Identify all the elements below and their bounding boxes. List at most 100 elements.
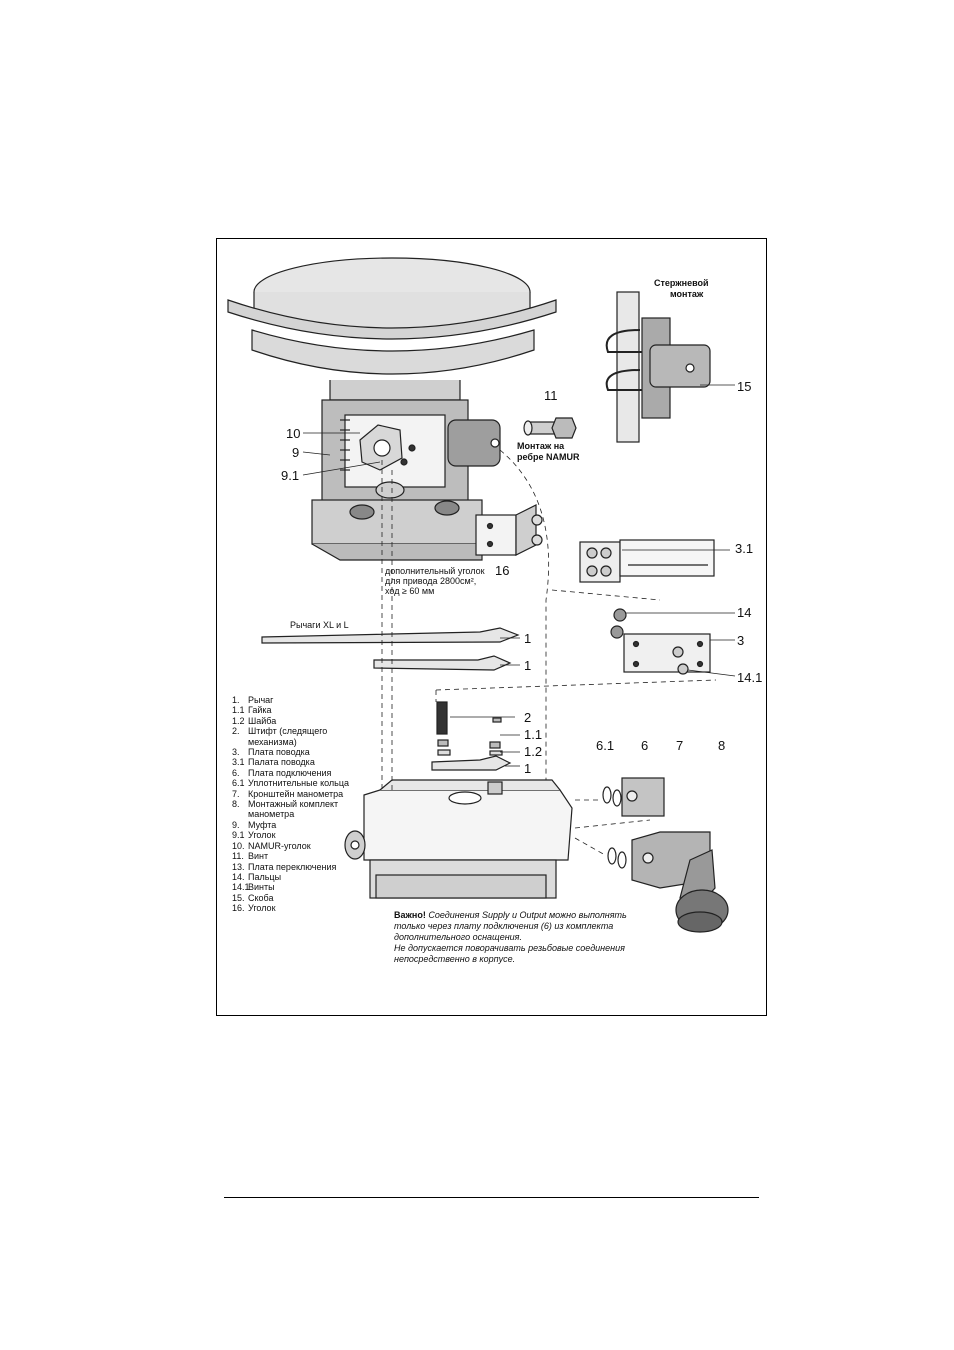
rod-mount-assembly [605,291,711,443]
extra-bracket-caption-line2: для привода 2800см², [385,576,476,586]
assembly-guide-lines [381,449,717,856]
legend-text: Кронштейн манометра [248,788,344,799]
legend-number: 6. [232,767,240,778]
legend-text: Винты [248,882,275,893]
follower-pin-2 [431,701,512,771]
manometer-kit-8 [675,849,729,933]
legend-text: Плата переключения [248,861,337,872]
callout-6: 6 [641,738,648,753]
legend-row: 3. Плата поводка [232,747,372,757]
legend-text: Шайба [248,715,277,726]
callout-leaders [302,384,736,767]
note-text-2: Не допускается поворачивать резьбовые со… [394,943,625,964]
legend-number: 14. [232,871,245,882]
legend-row: 9.Муфта [232,820,372,830]
legend-text: Винт [248,851,269,862]
legend-row: 1. Рычаг [232,695,372,705]
legend-number: 7. [232,788,240,799]
legend-number: 16. [232,903,245,914]
legend-number: 8. [232,799,240,810]
rod-mount-caption-line2: монтаж [670,289,704,299]
callout-9: 9 [292,445,299,460]
follower-plate-3-1 [579,539,715,583]
namur-yoke-bracket [311,399,501,561]
legend-number: 3.1 [232,757,245,768]
legend-text: Уплотнительные кольца [248,778,350,789]
callout-10: 10 [286,426,300,441]
legend-text: Плата поводка [248,747,310,758]
legend-text: Гайка [248,705,272,716]
actuator-diaphragm [227,257,557,401]
callout-1-1: 1.1 [524,727,542,742]
extra-bracket-caption-line1: дополнительный уголок [385,566,485,576]
callout-8: 8 [718,738,725,753]
callout-1-2: 1.2 [524,744,542,759]
callout-14: 14 [737,605,751,620]
levers-caption: Рычаги XL и L [290,620,349,630]
legend-text: Уголок [248,830,276,841]
legend-number: 14.1 [232,882,250,893]
legend-text: NAMUR-уголок [248,840,311,851]
legend-number: 13. [232,861,245,872]
callout-3: 3 [737,633,744,648]
legend-number: 10. [232,840,245,851]
callout-7: 7 [676,738,683,753]
angle-bracket-16 [475,504,543,556]
legend-row: 6. Плата подключения [232,768,372,778]
legend-text: Монтажный комплект манометра [248,799,339,820]
callout-1-upper-lever: 1 [524,631,531,646]
footer-rule [224,1197,759,1198]
note-text-1: Соединения Supply и Output можно выполня… [394,910,627,942]
callout-16: 16 [495,563,509,578]
legend-row: 11. Винт [232,851,372,861]
callout-2: 2 [524,710,531,725]
follower-plate-3 [610,608,711,675]
namur-caption-line1: Монтаж на [517,441,565,451]
legend-number: 6.1 [232,778,245,789]
legend-number: 9.1 [232,830,245,841]
legend-row: 8. Монтажный комплект манометра [232,799,372,820]
figure-frame [216,238,767,1016]
legend-text: Уголок [248,903,276,914]
note-important-label: Важно! [394,910,426,920]
callout-1-pin-lever: 1 [524,761,531,776]
callout-11: 11 [544,388,558,403]
legend-number: 3. [232,747,240,758]
legend-number: 2. [232,726,240,737]
legend-row: 7. Кронштейн манометра [232,789,372,799]
legend-row: 15.Скоба [232,893,372,903]
legend-row: 16.Уголок [232,903,372,913]
callout-1-lower-lever: 1 [524,658,531,673]
legend-number: 11. [232,851,244,862]
legend-row: 10.NAMUR-уголок [232,841,372,851]
legend-text: Рычаг [248,695,274,705]
legend-number: 1. [232,695,240,705]
legend-row: 13.Плата переключения [232,862,372,872]
legend-text: Штифт (следящего механизма) [248,726,328,747]
legend-text: Палата поводка [248,757,315,768]
callout-3-1: 3.1 [735,541,753,556]
callout-15: 15 [737,379,751,394]
legend-number: 1.1 [232,705,245,716]
callout-14-1: 14.1 [737,670,762,685]
legend-text: Пальцы [248,871,282,882]
important-note: Важно! Соединения Supply и Output можно … [394,910,646,965]
legend-text: Скоба [248,892,274,903]
extra-bracket-caption-line3: ход ≥ 60 мм [385,586,434,596]
rod-mount-caption-line1: Стержневой [654,278,709,288]
callout-6-1: 6.1 [596,738,614,753]
positioner-housing [344,779,573,899]
screw-11 [523,417,577,439]
legend-text: Плата подключения [248,767,332,778]
connection-plate-6 [602,777,665,817]
legend-number: 9. [232,819,240,830]
callout-9-1: 9.1 [281,468,299,483]
